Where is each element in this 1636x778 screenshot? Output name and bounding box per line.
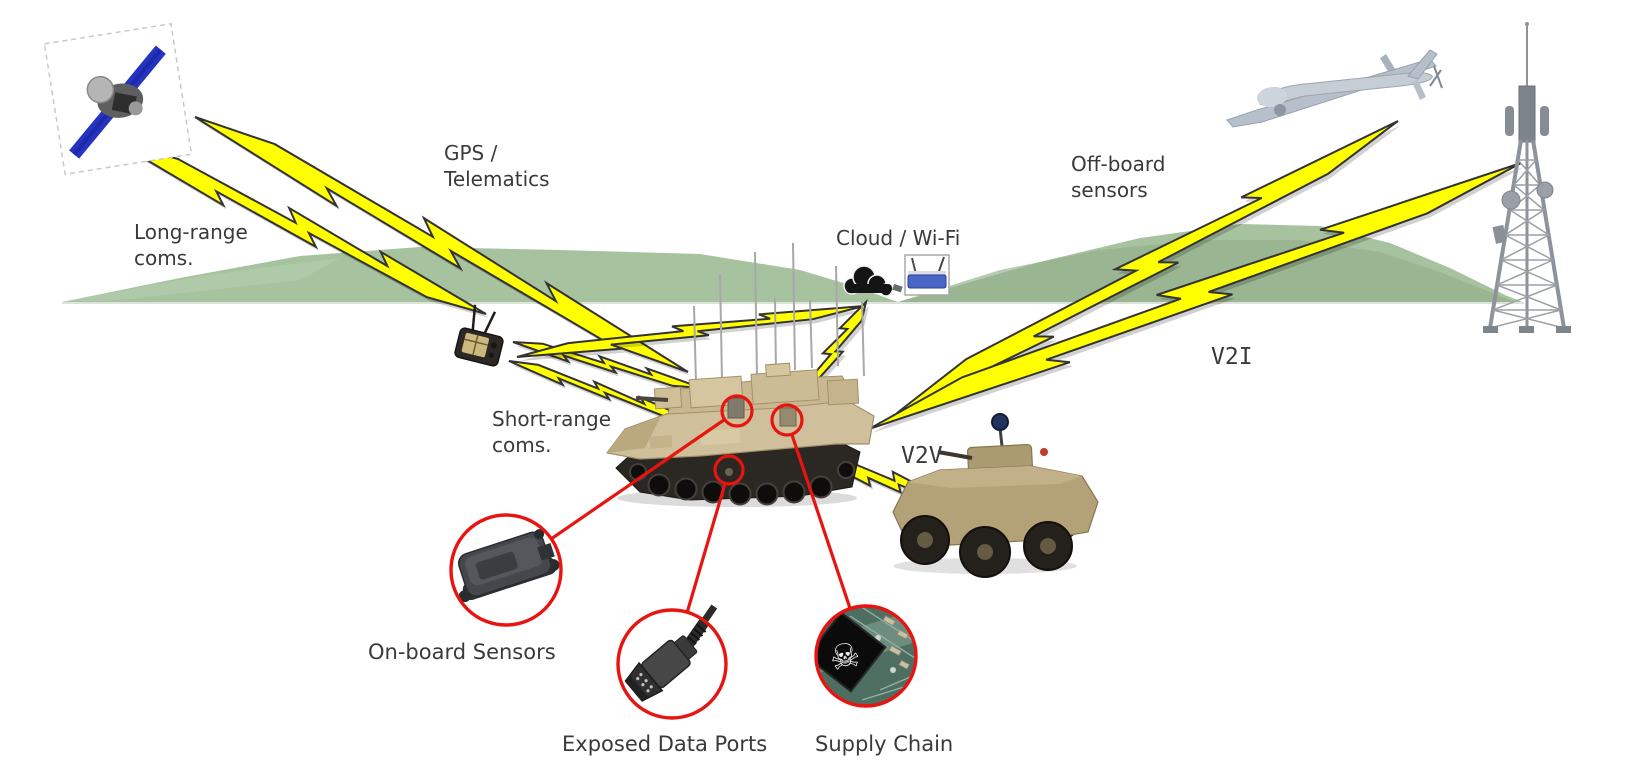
label-gps-telematics: GPS / Telematics	[444, 141, 550, 192]
bolt-satellite-vehicle	[194, 116, 689, 373]
skull-crossbones-icon: ☠	[827, 635, 864, 680]
onboard-sensor-ecu-icon	[457, 529, 560, 603]
obd-connector-icon	[624, 604, 718, 702]
drone-icon	[1226, 49, 1443, 128]
vehicle-circle-exposed_ports	[713, 454, 745, 486]
label-on-board-sensors: On-board Sensors	[368, 640, 556, 664]
bolt-vehicle-drone	[896, 120, 1399, 414]
terrain-hills	[62, 224, 1524, 304]
vulnerability-callouts	[449, 394, 918, 720]
callout-line-supply_chain	[790, 433, 852, 610]
bolt-satellite-radio	[117, 142, 487, 315]
callout-circle-on_board	[449, 513, 563, 627]
armored-vehicle	[605, 242, 875, 507]
callout-circle-exposed_ports	[616, 608, 728, 720]
callout-line-exposed_ports	[685, 482, 727, 613]
supply-chain-chip-icon: ☠	[816, 606, 916, 706]
left-hill-shade	[62, 258, 340, 302]
label-exposed-data-ports: Exposed Data Ports	[562, 732, 768, 756]
label-short-range-coms: Short-range coms.	[492, 407, 612, 458]
vehicle-antennas	[693, 242, 865, 385]
vehicle-circle-on_board	[720, 394, 754, 428]
label-supply-chain: Supply Chain	[815, 732, 954, 756]
cloud-icon	[843, 265, 903, 297]
callout-circle-supply_chain	[814, 604, 918, 708]
callout-line-on_board	[550, 418, 726, 541]
radio-icon	[454, 304, 504, 367]
label-v2v: V2V	[901, 443, 943, 469]
satellite-icon	[43, 22, 193, 176]
label-off-board-sensors: Off-board sensors	[1071, 152, 1166, 203]
label-cloud-wifi: Cloud / Wi-Fi	[836, 226, 961, 250]
cell-tower-icon	[1483, 22, 1571, 333]
label-v2i: V2I	[1211, 344, 1253, 370]
right-hill-shade	[898, 240, 1515, 302]
label-long-range-coms: Long-range coms.	[134, 220, 248, 271]
left-hill	[62, 247, 898, 302]
wifi-router-icon	[904, 254, 950, 296]
vehicle-circle-supply_chain	[770, 403, 804, 437]
ugv-icon	[892, 413, 1099, 578]
